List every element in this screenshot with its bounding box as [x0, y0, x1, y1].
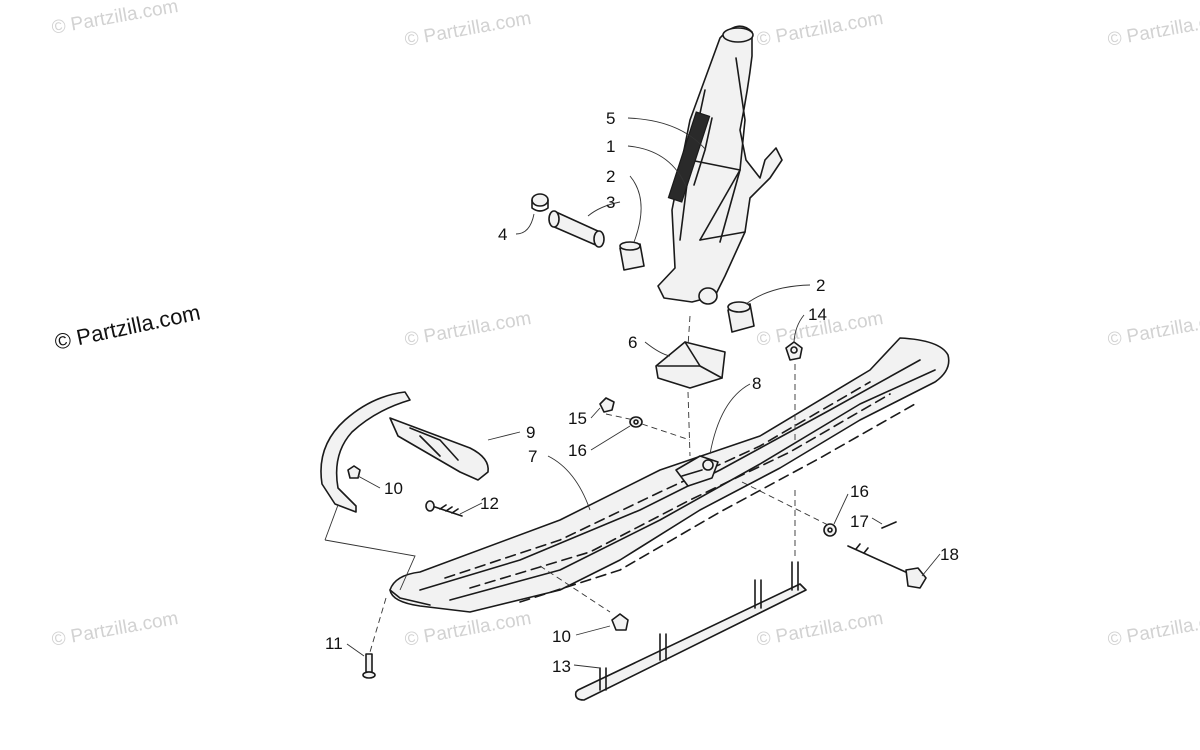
callout-16: 16 — [568, 441, 587, 460]
callout-16: 16 — [850, 482, 869, 501]
callout-6: 6 — [628, 333, 637, 352]
callout-leaders — [346, 117, 941, 669]
callout-14: 14 — [808, 305, 827, 324]
assembly-lines — [324, 315, 831, 653]
callout-2: 2 — [606, 167, 615, 186]
washer-nut-part — [599, 397, 643, 428]
callout-15: 15 — [568, 409, 587, 428]
spindle-part — [657, 25, 783, 305]
sleeve-part — [548, 210, 605, 248]
bolt-part — [425, 500, 463, 517]
callout-18: 18 — [940, 545, 959, 564]
cotter-pin-part — [881, 521, 897, 529]
callout-1: 1 — [606, 137, 615, 156]
washer-part — [823, 523, 837, 537]
callout-13: 13 — [552, 657, 571, 676]
callout-9: 9 — [526, 423, 535, 442]
callout-10: 10 — [384, 479, 403, 498]
callout-8: 8 — [752, 374, 761, 393]
mount-bracket-part — [675, 455, 719, 487]
callout-5: 5 — [606, 109, 615, 128]
ski-handle-part — [320, 391, 489, 513]
bushing-part — [727, 301, 755, 333]
bushing-part — [619, 241, 645, 271]
callout-3: 3 — [606, 193, 615, 212]
wedge-block-part — [655, 341, 726, 389]
callout-11: 11 — [325, 634, 343, 653]
bushing-cap-part — [531, 193, 549, 212]
callout-7: 7 — [528, 447, 537, 466]
ski-body-part — [389, 337, 950, 613]
screw-part — [362, 653, 376, 679]
callout-4: 4 — [498, 225, 507, 244]
callout-12: 12 — [480, 494, 499, 513]
nut-part — [347, 465, 361, 479]
callout-2: 2 — [816, 276, 825, 295]
nut-part — [785, 341, 803, 361]
bolt-long-part — [847, 543, 927, 589]
nut-part — [611, 613, 629, 631]
callout-17: 17 — [850, 512, 869, 531]
callout-10: 10 — [552, 627, 571, 646]
wear-bar-part — [574, 561, 807, 701]
